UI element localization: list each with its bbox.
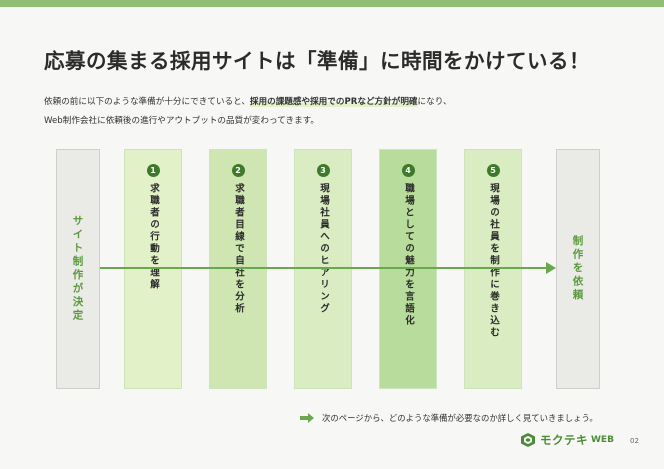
flow-step-1: 1 求職者の行動を理解 xyxy=(124,149,182,389)
flow-start-box: サイト制作が決定 xyxy=(56,149,100,389)
flow-connector-line xyxy=(100,267,548,269)
step-label: 現場の社員を制作に巻き込む xyxy=(488,183,499,339)
step-label: 現場社員へのヒアリング xyxy=(318,183,329,315)
page-number: 02 xyxy=(630,437,639,445)
top-accent-bar xyxy=(0,0,664,7)
step-label: 求職者の行動を理解 xyxy=(148,183,159,291)
step-label: 職場としての魅力を言語化 xyxy=(403,183,414,327)
step-number-badge: 2 xyxy=(231,164,245,177)
arrow-right-icon xyxy=(300,413,314,423)
flow-end-box: 制作を依頼 xyxy=(556,149,600,389)
step-number-badge: 1 xyxy=(146,164,160,177)
intro-highlight: 採用の課題感や採用でのPRなど方針が明確 xyxy=(249,97,418,107)
flow-step-5: 5 現場の社員を制作に巻き込む xyxy=(464,149,522,389)
brand-suffix: WEB xyxy=(591,435,614,445)
step-number-badge: 4 xyxy=(401,164,415,177)
flow-arrow-icon xyxy=(546,262,556,274)
intro-text: 依頼の前に以下のような準備が十分にできていると、採用の課題感や採用でのPRなど方… xyxy=(44,93,624,131)
brand-logo: モクテキ WEB xyxy=(520,432,614,448)
next-page-note: 次のページから、どのような準備が必要なのか詳しく見ていきましょう。 xyxy=(300,412,598,424)
next-page-note-text: 次のページから、どのような準備が必要なのか詳しく見ていきましょう。 xyxy=(322,413,598,423)
page-title: 応募の集まる採用サイトは「準備」に時間をかけている！ xyxy=(44,49,590,73)
step-label: 求職者目線で自社を分析 xyxy=(233,183,244,315)
cube-logo-icon xyxy=(521,433,535,447)
intro-line1-a: 依頼の前に以下のような準備が十分にできていると、 xyxy=(44,97,250,107)
flow-start-label: サイト制作が決定 xyxy=(71,215,84,323)
flow-step-4: 4 職場としての魅力を言語化 xyxy=(379,149,437,389)
step-number-badge: 3 xyxy=(316,164,330,177)
intro-line1-b: になり、 xyxy=(417,97,452,107)
intro-line2: Web制作会社に依頼後の進行やアウトプットの品質が変わってきます。 xyxy=(44,116,320,126)
brand-name: モクテキ xyxy=(540,433,588,447)
step-number-badge: 5 xyxy=(486,164,500,177)
flow-end-label: 制作を依頼 xyxy=(571,235,584,303)
flow-step-3: 3 現場社員へのヒアリング xyxy=(294,149,352,389)
flow-step-2: 2 求職者目線で自社を分析 xyxy=(209,149,267,389)
